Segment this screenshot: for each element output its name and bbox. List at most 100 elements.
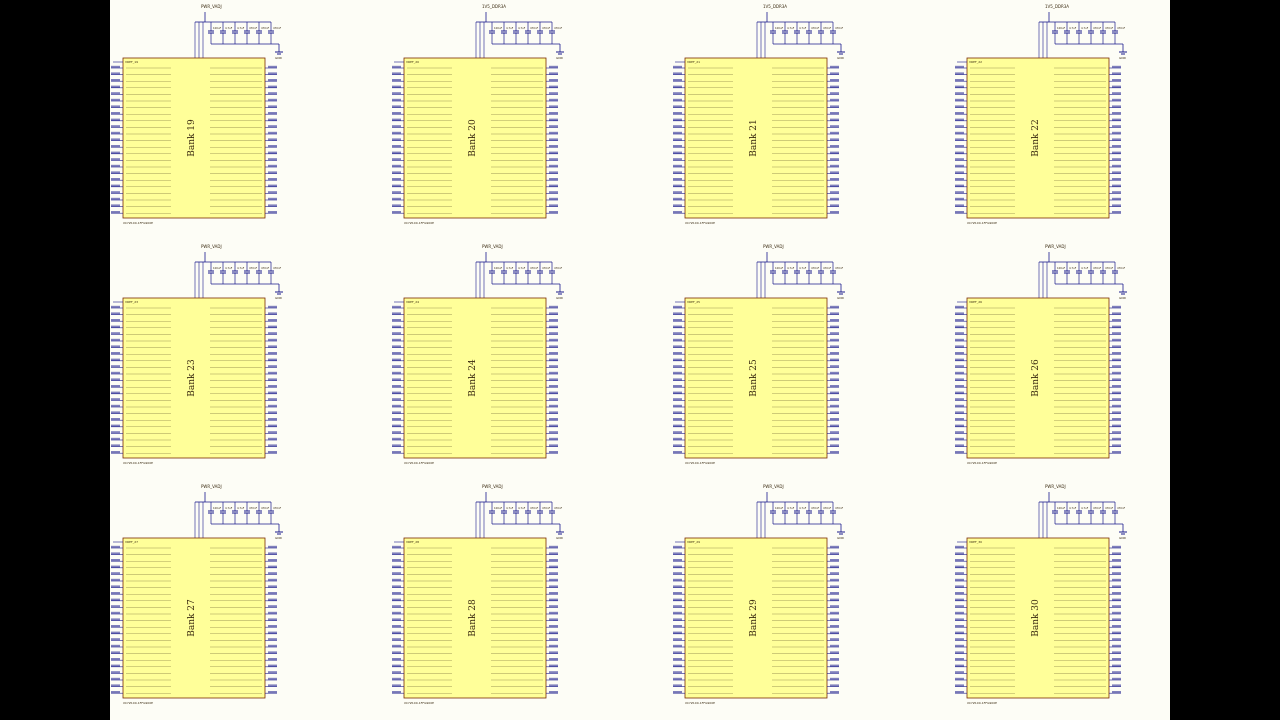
power-rail-label: 1V5_DDR3A [1045, 4, 1069, 9]
left-net-label-mark [392, 631, 401, 634]
right-net-label-mark [830, 158, 839, 161]
vref-pin-label: VREF_24 [406, 300, 419, 304]
left-net-label-mark [392, 164, 401, 167]
right-net-label-mark [830, 631, 839, 634]
capacitor-value: 4.7uF [518, 26, 526, 30]
left-net-label-mark [955, 578, 964, 581]
right-net-label-mark [1112, 151, 1121, 154]
left-net-label-mark [392, 444, 401, 447]
right-net-label-mark [1112, 171, 1121, 174]
left-net-label-mark [111, 365, 120, 368]
left-net-label-mark [111, 592, 120, 594]
right-net-label-mark [549, 444, 558, 447]
left-net-label-mark [111, 658, 120, 660]
right-net-label-mark [830, 644, 839, 647]
right-net-label-mark [830, 112, 839, 114]
bank-block [403, 297, 547, 459]
left-net-label-mark [955, 345, 964, 348]
left-net-label-mark [955, 85, 964, 88]
left-net-label-mark [392, 92, 401, 95]
left-net-label-mark [673, 651, 682, 654]
right-net-label-mark [830, 391, 839, 394]
left-net-label-mark [111, 352, 120, 354]
left-net-label-mark [955, 191, 964, 194]
left-net-label-mark [673, 598, 682, 601]
left-net-label-mark [392, 352, 401, 354]
right-net-label-mark [549, 191, 558, 194]
right-net-label-mark [1112, 184, 1121, 187]
right-net-label-mark [268, 398, 277, 401]
capacitor-value: 4.7uF [237, 26, 245, 30]
left-net-label-mark [955, 684, 964, 687]
capacitor-value: 470nF [835, 506, 844, 510]
right-net-label-mark [830, 325, 839, 328]
left-net-label-mark [673, 424, 682, 427]
left-net-label-mark [955, 631, 964, 634]
left-net-label-mark [392, 671, 401, 674]
left-net-label-mark [111, 118, 120, 121]
left-net-label-mark [955, 552, 964, 555]
vref-pin-label: VREF_28 [406, 540, 419, 544]
left-net-label-mark [111, 112, 120, 114]
bank-title: Bank 22 [1031, 119, 1041, 157]
left-net-label-mark [392, 305, 401, 308]
left-net-label-mark [673, 625, 682, 627]
right-net-label-mark [830, 131, 839, 134]
left-net-label-mark [392, 437, 401, 440]
power-rail-label: 1V5_DDR3A [482, 4, 506, 9]
right-net-label-mark [268, 664, 277, 667]
bank-block [966, 297, 1110, 459]
capacitor-value: 470nF [261, 266, 270, 270]
right-net-label-mark [1112, 658, 1121, 660]
left-net-label-mark [392, 65, 401, 68]
power-rail-label: PWR_VADJ [201, 484, 222, 489]
right-net-label-mark [268, 352, 277, 354]
left-net-label-mark [673, 197, 682, 200]
capacitor-value: 470nF [542, 26, 551, 30]
capacitor-value: 100uF [494, 26, 503, 30]
left-net-label-mark [111, 385, 120, 387]
power-rail-label: PWR_VADJ [201, 4, 222, 9]
right-net-label-mark [1112, 552, 1121, 555]
left-net-label-mark [111, 552, 120, 555]
bank-title: Bank 20 [468, 119, 478, 157]
right-net-label-mark [268, 145, 277, 147]
left-net-label-mark [955, 312, 964, 315]
left-net-label-mark [955, 598, 964, 601]
right-net-label-mark [549, 98, 558, 101]
left-net-label-mark [111, 437, 120, 440]
left-net-label-mark [955, 98, 964, 101]
left-net-label-mark [673, 618, 682, 621]
right-net-label-mark [268, 112, 277, 114]
capacitor-value: 4.7uF [506, 506, 514, 510]
right-net-label-mark [830, 65, 839, 68]
right-net-label-mark [830, 651, 839, 654]
vref-pin-label: VREF_21 [687, 60, 700, 64]
capacitor-value: 470nF [542, 266, 551, 270]
right-net-label-mark [830, 191, 839, 194]
left-net-label-mark [392, 178, 401, 180]
right-net-label-mark [1112, 358, 1121, 361]
left-net-label-mark [111, 684, 120, 687]
left-net-label-mark [673, 191, 682, 194]
left-net-label-mark [673, 211, 682, 213]
capacitor-value: 4.7uF [1069, 266, 1077, 270]
right-net-label-mark [549, 85, 558, 88]
left-net-label-mark [392, 72, 401, 75]
right-net-label-mark [268, 572, 277, 575]
capacitor-value: 470nF [554, 266, 563, 270]
left-net-label-mark [673, 671, 682, 674]
right-net-label-mark [1112, 437, 1121, 440]
right-net-label-mark [549, 365, 558, 368]
left-net-label-mark [955, 398, 964, 401]
right-net-label-mark [1112, 345, 1121, 348]
right-net-label-mark [1112, 398, 1121, 401]
left-net-label-mark [392, 638, 401, 641]
capacitor-value: 470nF [554, 506, 563, 510]
right-net-label-mark [549, 651, 558, 654]
left-net-label-mark [111, 677, 120, 680]
right-net-label-mark [549, 684, 558, 687]
left-net-label-mark [392, 398, 401, 401]
capacitor-value: 100uF [775, 26, 784, 30]
